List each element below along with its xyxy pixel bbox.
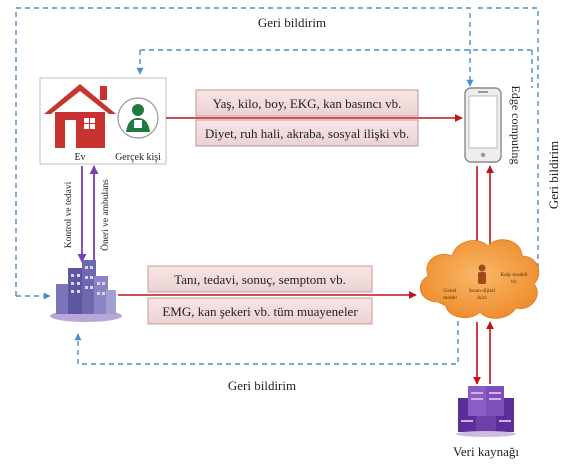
- cloud-right-line1: Kalp modeli: [500, 272, 528, 278]
- cloud-right-line2: vb.: [511, 279, 519, 285]
- top-data-box-overlay: Yaş, kilo, boy, EKG, kan basıncı vb. Diy…: [195, 89, 419, 147]
- feedback-bottom-label: Geri bildirim: [228, 378, 296, 393]
- feedback-top-label: Geri bildirim: [258, 15, 326, 30]
- top-flow-row1-text: Yaş, kilo, boy, EKG, kan basıncı vb.: [213, 96, 402, 111]
- cloud-center-line2: ikizi: [477, 295, 487, 301]
- top-flow-row2-text: Diyet, ruh hali, akraba, sosyal ilişki v…: [205, 126, 409, 141]
- server-stack-icon: [456, 386, 516, 437]
- home-box: Ev Gerçek kişi: [39, 77, 167, 165]
- control-treatment-label: Kontrol ve tedavi: [64, 181, 74, 248]
- house-label: Ev: [74, 152, 85, 163]
- bottom-flow-row1: Tanı, tedavi, sonuç, semptom vb.: [174, 272, 346, 287]
- house-icon: [44, 84, 116, 148]
- digital-person-icon: [478, 264, 486, 284]
- cloud-left-line1: Genel: [443, 288, 457, 294]
- advice-ambulance-label: Öneri ve ambulans: [99, 179, 111, 251]
- digital-twin-cloud: Genel model İnsan dijital ikizi Kalp mod…: [419, 239, 540, 319]
- person-label: Gerçek kişi: [115, 152, 161, 163]
- cloud-center-line1: İnsan dijital: [469, 287, 496, 294]
- feedback-right-label: Geri bildirim: [546, 141, 561, 209]
- smartphone-icon: [464, 87, 502, 163]
- cloud-left-line2: model: [443, 295, 457, 301]
- hospital-buildings-icon: [50, 260, 122, 322]
- person-icon: [117, 97, 159, 139]
- datasource-label: Veri kaynağı: [453, 444, 519, 459]
- bottom-flow-row2: EMG, kan şekeri vb. tüm muayeneler: [162, 304, 358, 319]
- feedback-top-path: [15, 7, 474, 296]
- bottom-data-box: Tanı, tedavi, sonuç, semptom vb. EMG, ka…: [147, 265, 373, 325]
- edge-computing-label: Edge computing: [509, 86, 523, 165]
